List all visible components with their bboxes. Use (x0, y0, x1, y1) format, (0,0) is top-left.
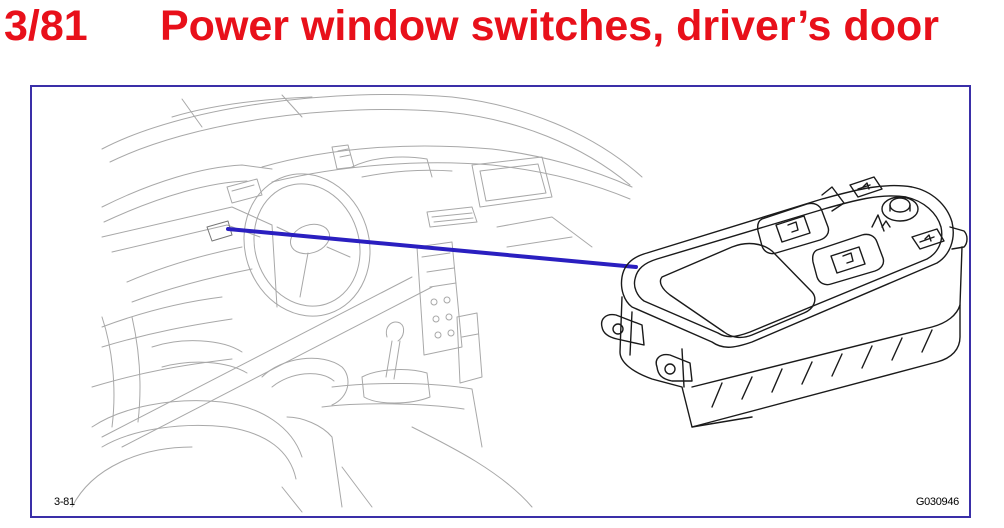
window-switch-module-drawing (600, 176, 968, 428)
page-title: Power window switches, driver’s door (160, 2, 939, 50)
illustration (71, 93, 968, 513)
section-number: 3/81 (4, 2, 88, 50)
car-interior-drawing (71, 93, 643, 513)
leader-line (226, 227, 638, 269)
page-header: 3/81 Power window switches, driver’s doo… (0, 0, 1004, 60)
image-code-label: G030946 (915, 496, 959, 508)
figure-reference-label: 3-81 (54, 496, 75, 508)
figure-frame: 3-81 G030946 (30, 85, 971, 518)
